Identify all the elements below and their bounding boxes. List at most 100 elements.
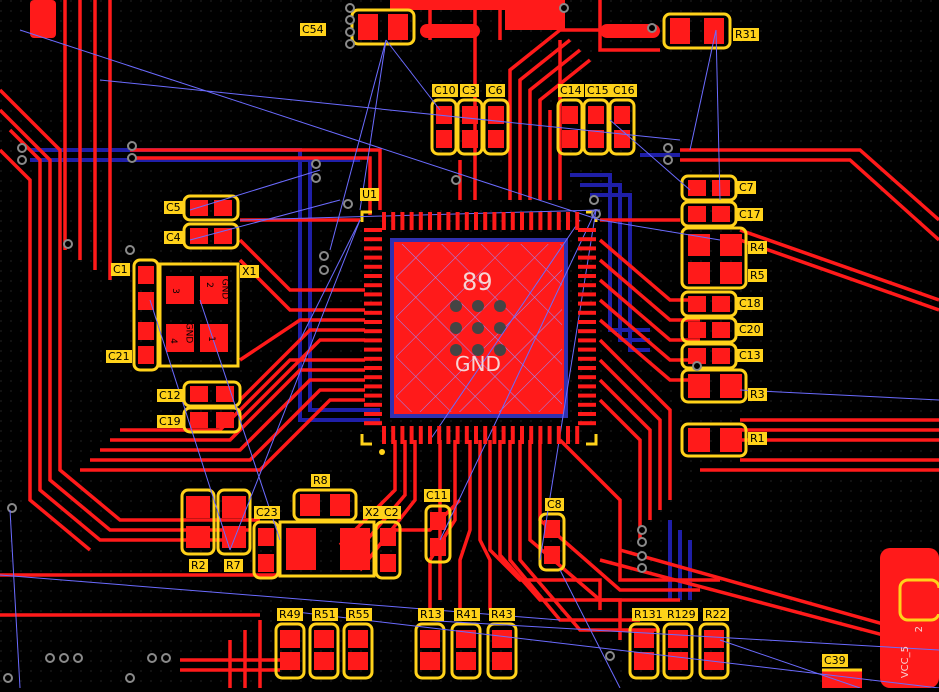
chip-pin [578,356,596,361]
label-r137: R13 [418,608,444,621]
chip-pin [418,212,423,230]
label-c10: C10 [432,84,458,97]
chip-pin [409,426,414,444]
x1-pin-3: 3 [169,288,180,294]
chip-pin [492,426,497,444]
chip-pin [510,426,515,444]
chip-pin [547,212,552,230]
chip-pin [400,426,405,444]
chip-pin [400,212,405,230]
label-c23: C23 [254,506,280,519]
chip-pin [391,212,396,230]
label-c4: C4 [164,231,183,244]
chip-pin [501,426,506,444]
label-c18: C18 [737,297,763,310]
chip-pin [391,426,396,444]
label-r41: R41 [454,608,480,621]
chip-pin [578,237,596,242]
chip-pin [578,246,596,251]
chip-pin [364,375,382,380]
chip-pin [364,292,382,297]
chip-pin [364,274,382,278]
chip-pin [575,426,580,444]
chip-pin [437,212,442,230]
chip-pin [501,212,506,230]
x1-pin-gnd-bottom: GND [183,322,194,344]
chip-pin [538,426,543,444]
label-c16: C16 [611,84,637,97]
x1-pin-4: 4 [167,338,178,344]
chip-pin [578,329,596,334]
chip-pin [364,255,382,260]
chip-pin [428,212,432,230]
chip-pin [566,426,570,444]
chip-pin [520,426,524,444]
label-c20: C20 [737,323,763,336]
chip-pin [575,212,580,230]
chip-pin [364,246,382,251]
label-c1: C1 [111,263,130,276]
label-x1: X1 [240,265,259,278]
label-r4: R4 [748,241,767,254]
label-c12: C12 [157,389,183,402]
label-x2: X2 [363,506,382,519]
chip-pin [364,402,382,407]
chip-pin [556,426,561,444]
chip-pin [364,421,382,426]
label-c21: C21 [106,350,132,363]
chip-pin [364,264,382,269]
chip-pin [578,338,596,343]
label-r2: R2 [189,559,208,572]
chip-u1 [360,210,598,455]
chip-pin [578,393,596,398]
chip-pin [364,366,382,370]
chip-pin [578,255,596,260]
chip-pin [578,421,596,426]
label-u1: U1 [360,188,380,201]
chip-pin [364,228,382,232]
chip-pin [578,310,596,315]
label-r7: R7 [224,559,243,572]
label-c54: C54 [300,23,326,36]
chip-pin [483,426,488,444]
vias [3,3,702,683]
chip-pin [578,264,596,269]
x1-pin-gnd-top: GND [219,278,230,300]
chip-pin [556,212,561,230]
chip-pin [409,212,414,230]
label-c13: C13 [737,349,763,362]
chip-pin [364,237,382,242]
chip-pin [578,366,596,370]
chip-pin [364,393,382,398]
chip-pin [382,212,386,230]
label-r55: R55 [346,608,372,621]
chip-pin [578,375,596,380]
label-r51: R51 [312,608,338,621]
label-r49: R49 [277,608,303,621]
label-c7: C7 [737,181,756,194]
x1-pin-2: 2 [203,282,214,288]
connector-net-name: VCC_5 [900,646,911,679]
chip-pin [578,384,596,389]
chip-pin [446,212,451,230]
chip-pin [364,301,382,306]
chip-pin [578,301,596,306]
label-r1: R1 [748,432,767,445]
chip-pin [529,426,534,444]
label-r131: R131 [632,608,665,621]
chip-pin [418,426,423,444]
label-r22: R22 [703,608,729,621]
footprints [132,8,939,688]
chip-pin [364,310,382,315]
x1-pin-1: 1 [205,336,216,342]
label-c2: C2 [382,506,401,519]
chip-pin [464,426,469,444]
label-r5: R5 [748,269,767,282]
label-c17: C17 [737,208,763,221]
chip-pin [446,426,451,444]
chip-pin [578,347,596,352]
label-r31: R31 [733,28,759,41]
ratsnest [0,29,939,689]
